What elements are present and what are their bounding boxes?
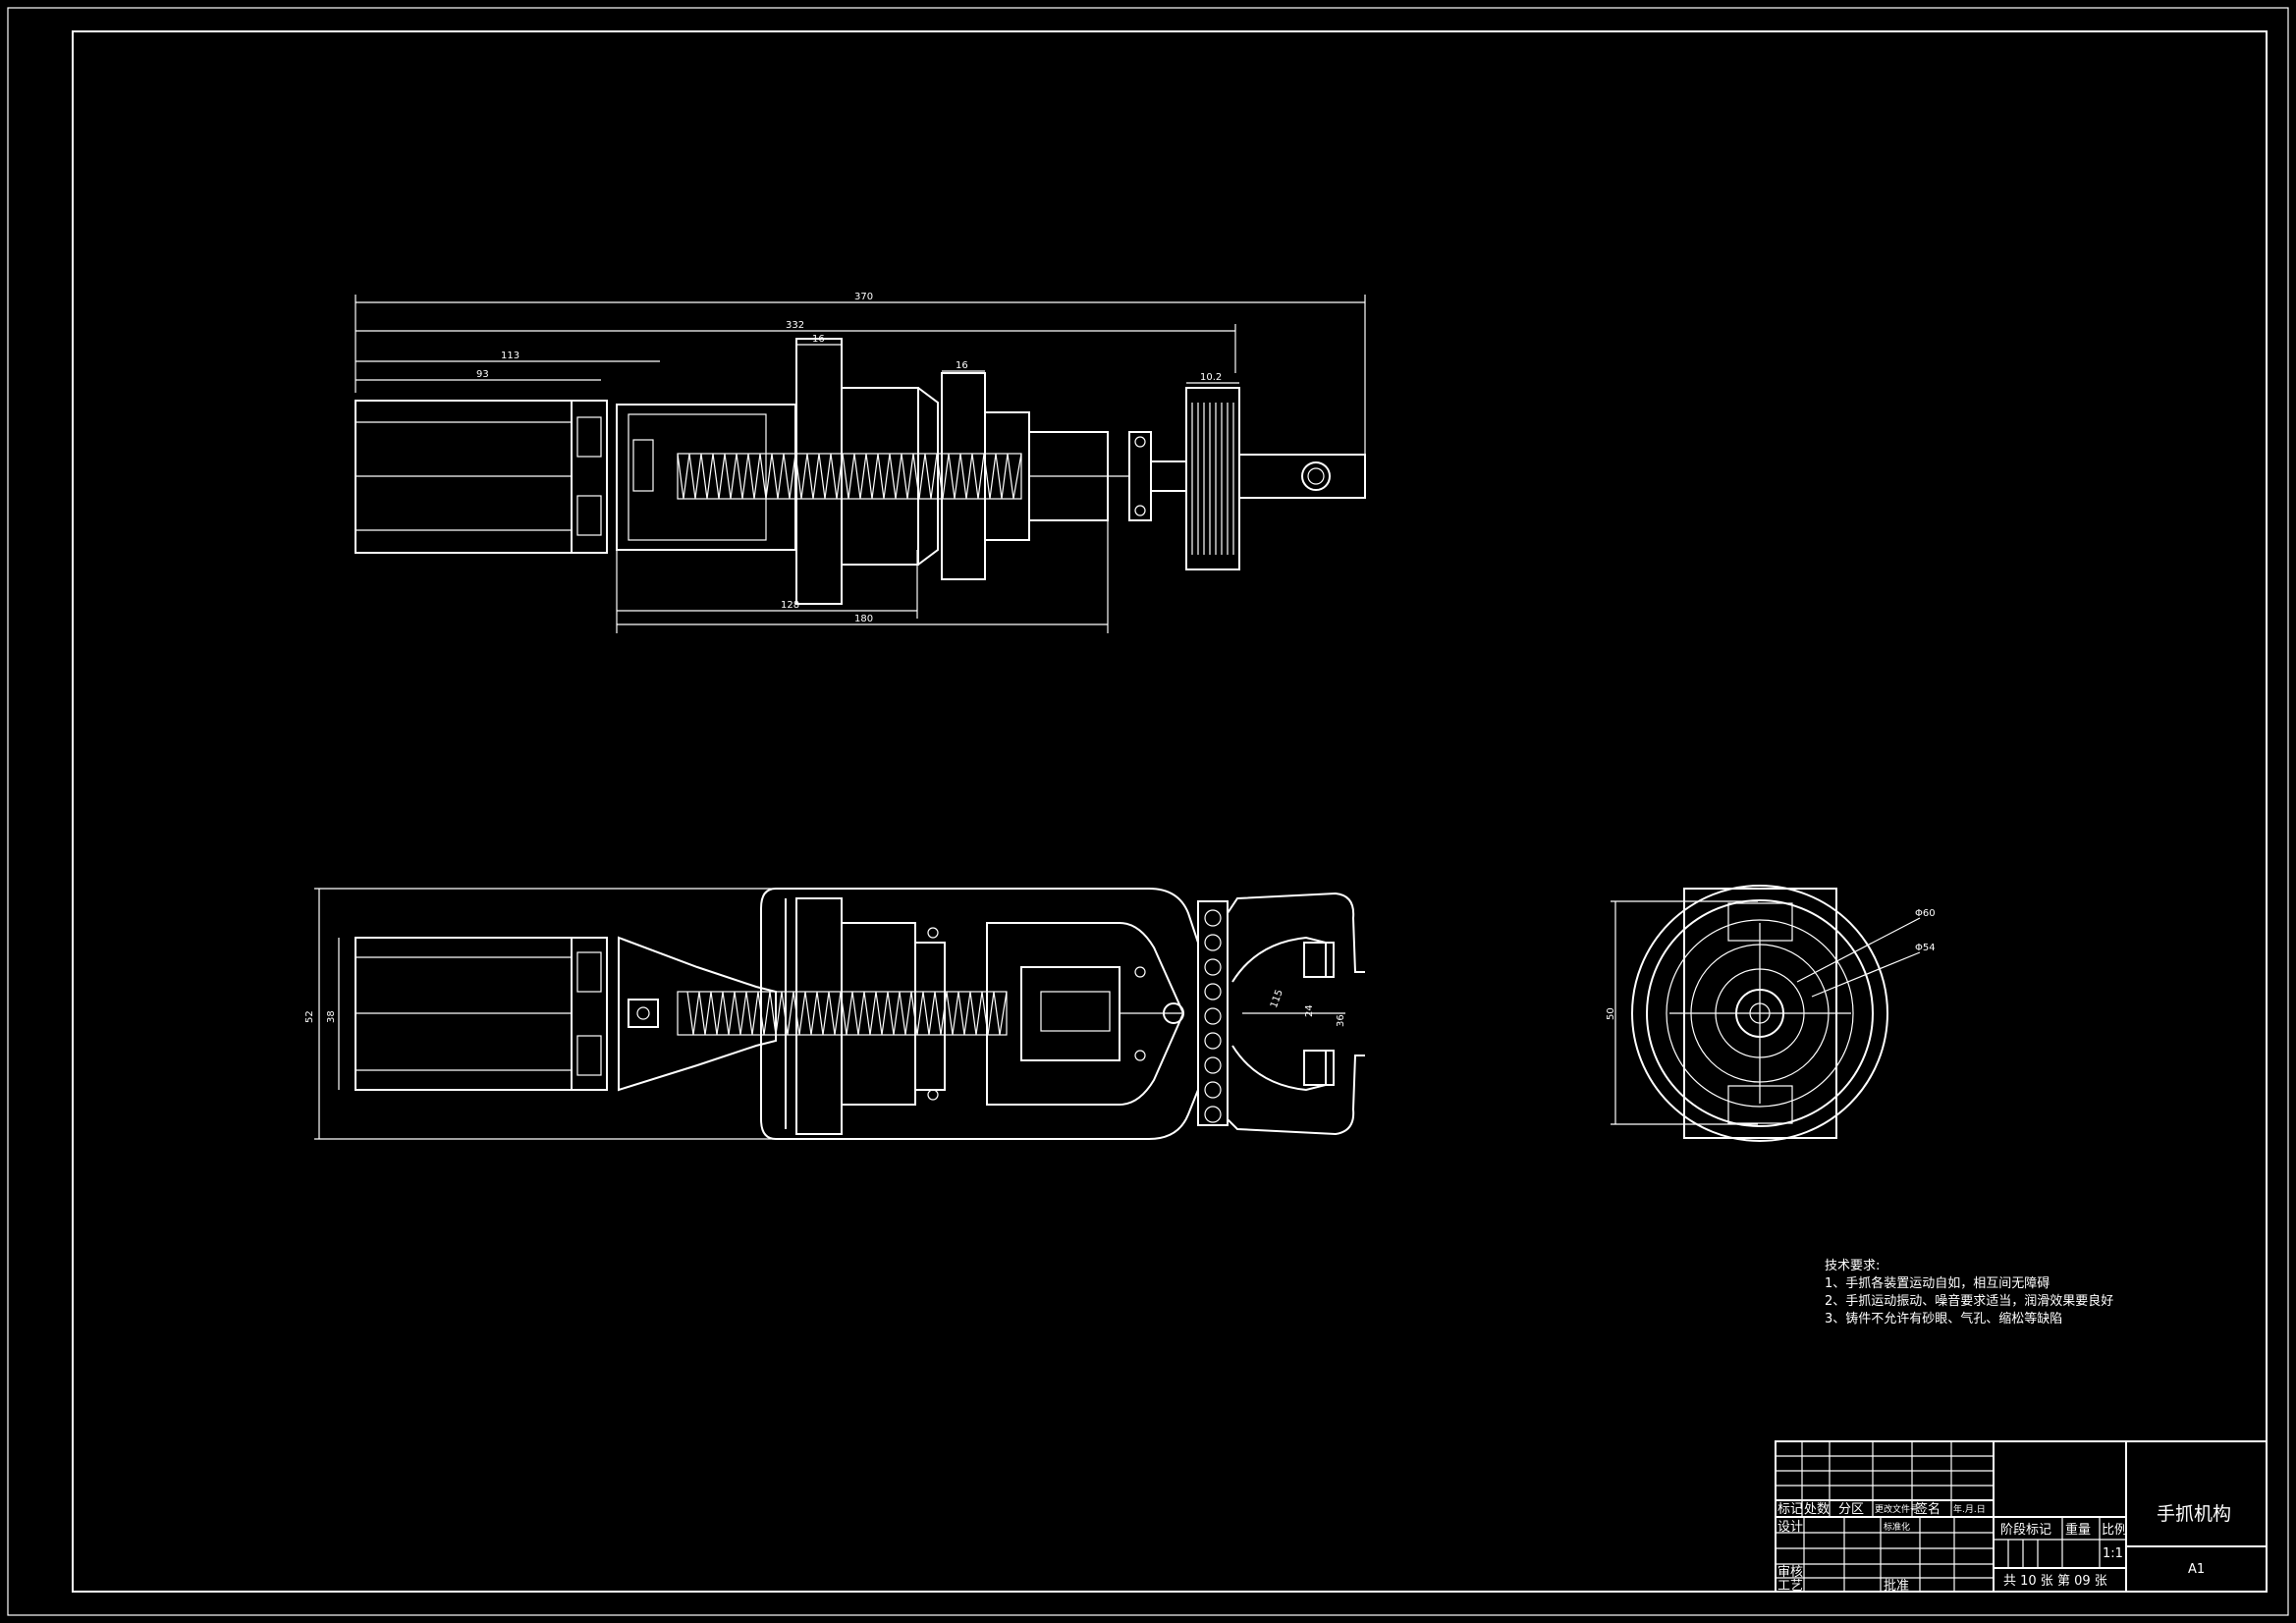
requirement-item-1: 1、手抓各装置运动自如，相互间无障碍 xyxy=(1825,1275,2050,1291)
requirement-item-2: 2、手抓运动振动、噪音要求适当，润滑效果要良好 xyxy=(1825,1293,2113,1309)
tb-scale: 1:1 xyxy=(2103,1546,2123,1561)
title-block: 标记 处数 分区 更改文件号 签名 年.月.日 设计 标准化 审核 工艺 批准 … xyxy=(1775,1440,2268,1594)
tb-sign: 签名 xyxy=(1915,1501,1941,1517)
tb-count: 处数 xyxy=(1804,1502,1830,1517)
side-view: 50 Φ60 Φ54 xyxy=(1606,885,1936,1142)
dim-phi54: Φ54 xyxy=(1915,943,1936,953)
tb-drawing-title: 手抓机构 xyxy=(2157,1503,2231,1525)
dim-16-b: 16 xyxy=(956,360,968,371)
tb-stage-mark: 阶段标记 xyxy=(2000,1523,2051,1538)
tb-standard: 标准化 xyxy=(1884,1521,1910,1533)
dim-180: 180 xyxy=(854,614,873,624)
tb-scale-label: 比例 xyxy=(2102,1523,2127,1538)
dim-24: 24 xyxy=(1304,1004,1315,1017)
dim-36: 36 xyxy=(1336,1014,1346,1027)
dim-10-2: 10.2 xyxy=(1200,372,1222,383)
tb-review: 审核 xyxy=(1777,1565,1803,1580)
tb-weight: 重量 xyxy=(2065,1522,2091,1538)
dim-332: 332 xyxy=(786,320,804,331)
tb-date: 年.月.日 xyxy=(1953,1503,1986,1515)
technical-requirements: 技术要求: 1、手抓各装置运动自如，相互间无障碍 2、手抓运动振动、噪音要求适当… xyxy=(1825,1259,2113,1326)
dim-115: 115 xyxy=(1269,989,1285,1010)
inner-frame xyxy=(72,30,2268,1593)
tb-zone: 分区 xyxy=(1838,1502,1864,1517)
dim-128: 128 xyxy=(781,600,799,611)
dim-370: 370 xyxy=(854,292,873,302)
tb-change-doc: 更改文件号 xyxy=(1875,1503,1919,1515)
tb-process: 工艺 xyxy=(1777,1579,1803,1594)
dim-52: 52 xyxy=(304,1010,315,1023)
dim-phi60: Φ60 xyxy=(1915,908,1936,919)
dim-113: 113 xyxy=(501,351,519,361)
front-view: 52 38 xyxy=(304,888,1365,1140)
tb-sheets: 共 10 张 第 09 张 xyxy=(2003,1574,2107,1589)
tb-approve: 批准 xyxy=(1884,1579,1909,1594)
dim-93: 93 xyxy=(476,369,489,380)
tb-design: 设计 xyxy=(1777,1520,1803,1535)
dim-50: 50 xyxy=(1606,1007,1616,1020)
requirement-item-3: 3、铸件不允许有砂眼、气孔、缩松等缺陷 xyxy=(1825,1311,2062,1326)
top-view: 370 332 113 93 16 16 10.2 128 180 xyxy=(355,292,1366,633)
tb-sheet-size: A1 xyxy=(2188,1562,2205,1577)
requirements-heading: 技术要求: xyxy=(1825,1259,1880,1273)
outer-frame xyxy=(7,7,2289,1616)
dim-38: 38 xyxy=(326,1010,337,1023)
tb-mark: 标记 xyxy=(1777,1502,1803,1517)
